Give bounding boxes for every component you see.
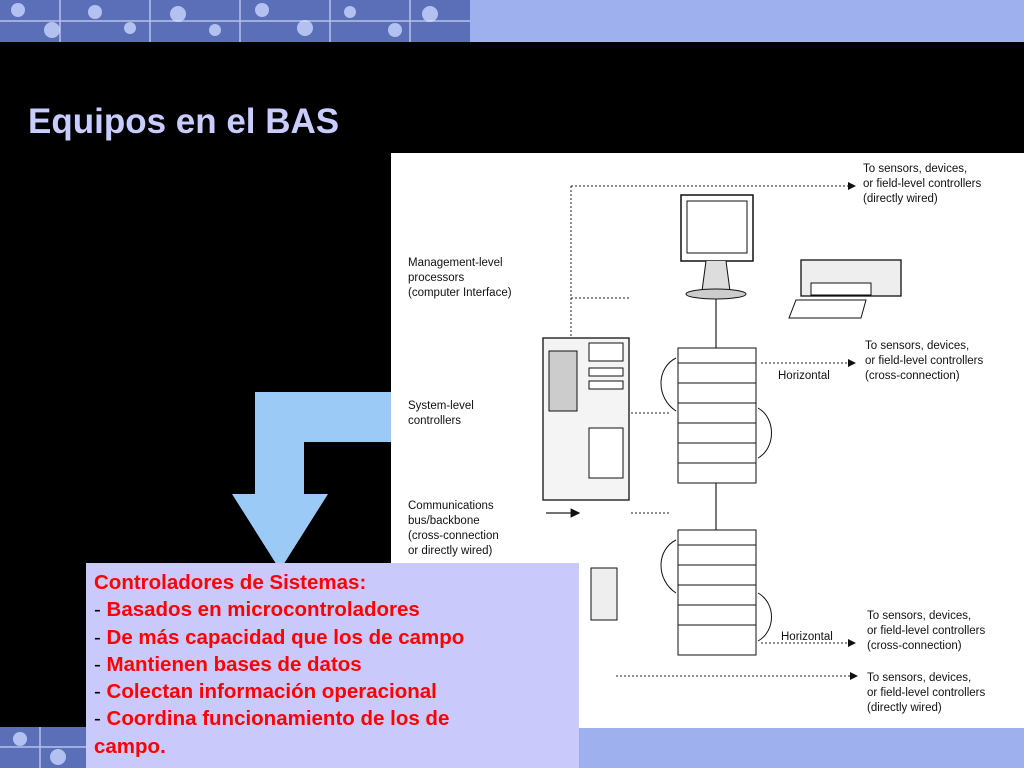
monitor-icon xyxy=(680,194,754,300)
system-controller-tower-icon xyxy=(542,337,630,501)
info-item-continuation: campo. xyxy=(94,734,166,758)
printer-icon xyxy=(788,259,902,319)
horizontal-patch-rack-upper xyxy=(660,347,772,484)
info-item: - Colectan información operacional xyxy=(94,680,437,704)
horizontal-patch-rack-lower xyxy=(660,529,772,656)
info-heading: Controladores de Sistemas: xyxy=(94,571,367,594)
top-circuit-pattern xyxy=(0,0,470,42)
info-item: - Basados en microcontroladores xyxy=(94,598,420,622)
label-management-processors: Management-level processors (computer In… xyxy=(408,257,512,299)
diagram-drawing xyxy=(542,182,902,680)
field-device-icon xyxy=(590,567,618,621)
info-item: - Coordina funcionamiento de los de xyxy=(94,707,450,731)
label-cross-connection-upper: To sensors, devices, or field-level cont… xyxy=(865,340,984,382)
down-arrow-icon xyxy=(232,392,401,570)
slide-title: Equipos en el BAS xyxy=(28,102,340,141)
label-top-right-sensors: To sensors, devices, or field-level cont… xyxy=(863,163,982,205)
label-horizontal-upper: Horizontal xyxy=(778,370,830,382)
info-item: - De más capacidad que los de campo xyxy=(94,625,465,649)
label-cross-connection-lower: To sensors, devices, or field-level cont… xyxy=(867,610,986,652)
label-bottom-right-sensors: To sensors, devices, or field-level cont… xyxy=(867,672,986,714)
info-item: - Mantienen bases de datos xyxy=(94,652,362,676)
system-controllers-info-box: Controladores de Sistemas: - Basados en … xyxy=(86,563,579,768)
label-horizontal-lower: Horizontal xyxy=(781,631,833,643)
label-system-level-controllers: System-level controllers xyxy=(408,400,474,427)
label-communications-bus: Communications bus/backbone (cross-conne… xyxy=(408,500,499,557)
